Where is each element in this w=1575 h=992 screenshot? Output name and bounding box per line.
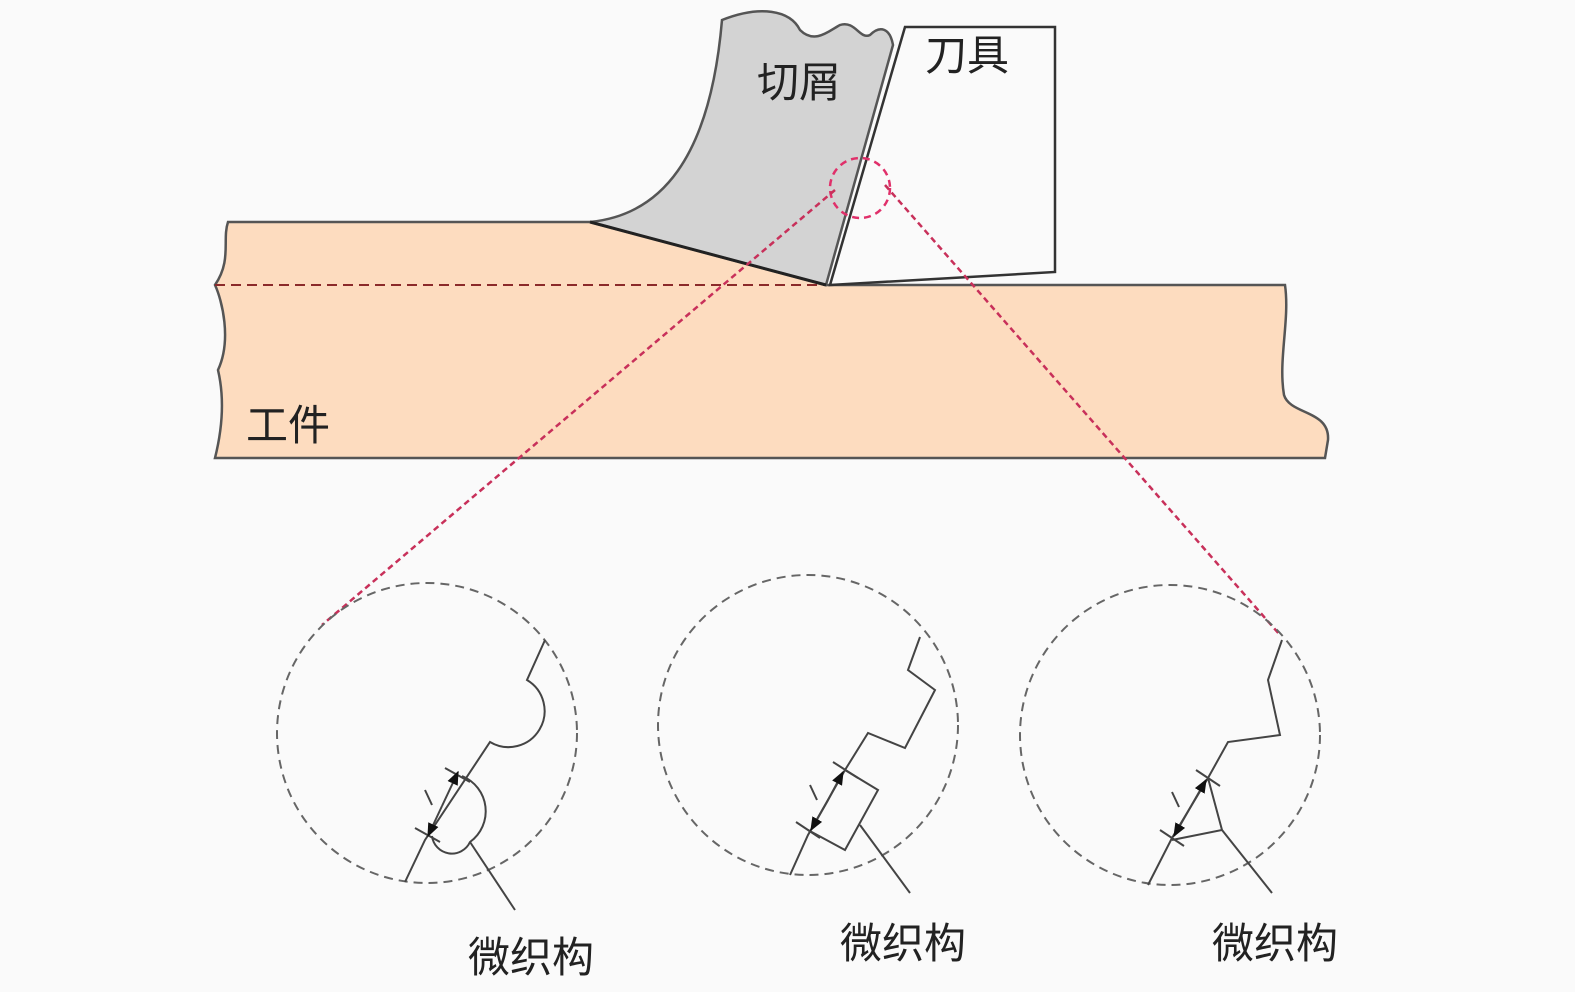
zoom-region-circle bbox=[828, 156, 892, 220]
microtexture-label-1: 微织构 bbox=[468, 933, 594, 982]
zoom-line-left bbox=[321, 189, 836, 626]
microtexture-label-3: 微织构 bbox=[1212, 919, 1338, 968]
microtexture-detail-1 bbox=[276, 582, 578, 911]
microtexture-detail-3 bbox=[1019, 584, 1321, 894]
chip-shape bbox=[589, 10, 895, 287]
workpiece-label: 工件 bbox=[246, 401, 330, 450]
tool-label: 刀具 bbox=[925, 31, 1009, 80]
microtexture-detail-2 bbox=[657, 574, 959, 894]
chip-label: 切屑 bbox=[757, 58, 841, 107]
chip-shear-line bbox=[589, 220, 827, 287]
microtexture-label-2: 微织构 bbox=[840, 919, 966, 968]
tool-shape bbox=[828, 25, 1057, 287]
